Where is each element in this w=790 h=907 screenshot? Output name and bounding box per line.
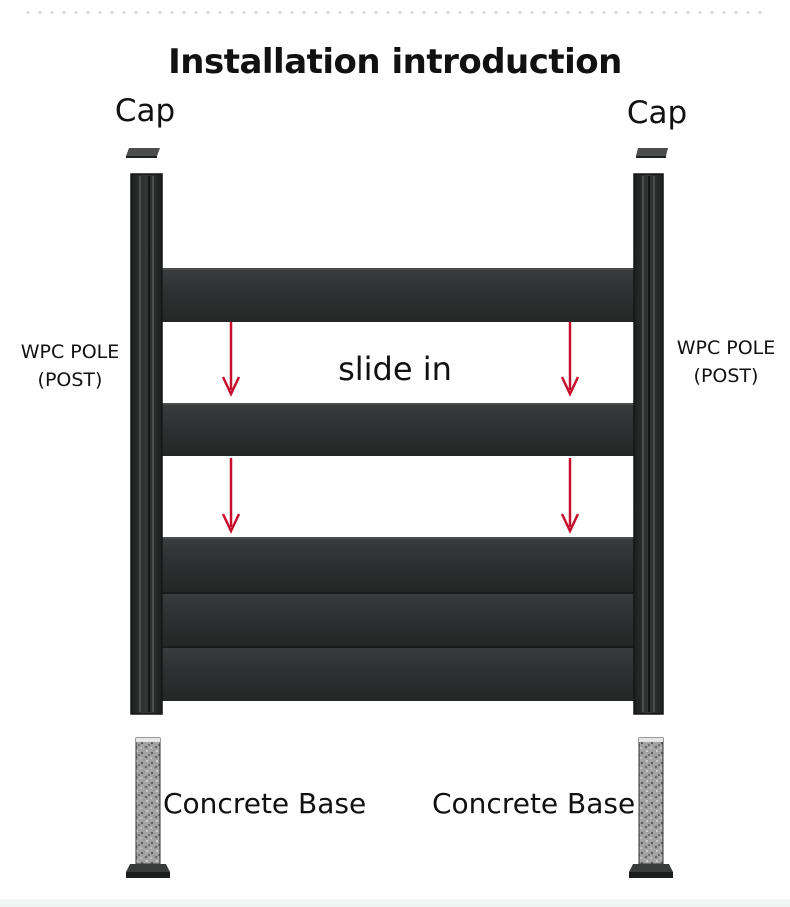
- arrow-down-icon: [221, 322, 241, 397]
- pole-label-right-line1: WPC POLE: [676, 337, 776, 359]
- slide-in-label: slide in: [338, 350, 452, 388]
- pole-label-left-line1: WPC POLE: [20, 341, 120, 363]
- bottom-strip: [0, 899, 790, 907]
- cap-label-left: Cap: [114, 93, 176, 129]
- concrete-base-left: [126, 737, 170, 878]
- pole-label-left: WPC POLE (POST): [6, 338, 134, 394]
- arrow-down-icon: [221, 458, 241, 534]
- arrow-down-icon: [560, 458, 580, 534]
- pole-label-right: WPC POLE (POST): [664, 334, 788, 390]
- cap-right: [636, 148, 668, 158]
- page-title: Installation introduction: [168, 42, 622, 82]
- cap-left: [126, 148, 160, 158]
- pole-label-left-line2: (POST): [37, 369, 103, 391]
- post-right: [633, 173, 664, 715]
- dotted-divider: [22, 11, 770, 14]
- panel-bottom-1: [160, 537, 636, 592]
- arrow-down-icon: [560, 322, 580, 397]
- concrete-base-label-right: Concrete Base: [431, 787, 637, 820]
- pole-label-right-line2: (POST): [693, 365, 759, 387]
- cap-label-right: Cap: [626, 95, 688, 131]
- panel-top: [160, 268, 636, 322]
- panel-bottom-2: [160, 592, 636, 646]
- panel-middle: [160, 403, 636, 456]
- concrete-base-right: [629, 737, 673, 878]
- post-left: [130, 173, 163, 715]
- concrete-base-label-left: Concrete Base: [162, 787, 368, 820]
- panel-bottom-3: [160, 646, 636, 701]
